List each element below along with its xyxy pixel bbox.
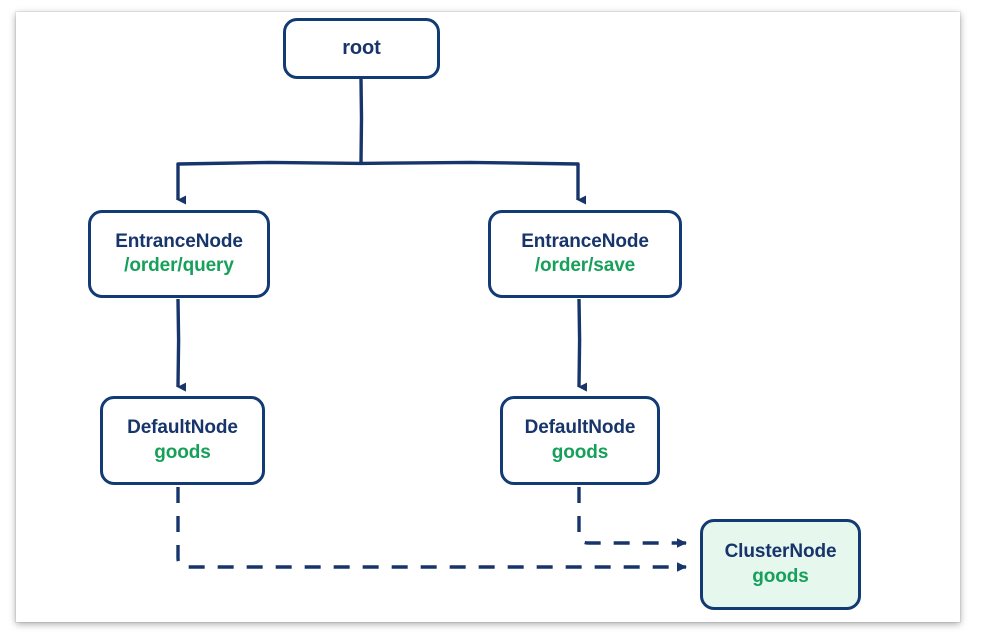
node-entrance-save-subtitle: /order/save [534, 255, 636, 276]
node-entrance-query-subtitle: /order/query [124, 255, 234, 276]
node-entrance-save-title: EntranceNode [521, 230, 649, 252]
node-default-right-title: DefaultNode [524, 417, 636, 439]
node-root-title: root [342, 36, 381, 59]
node-default-left-title: DefaultNode [127, 417, 238, 439]
node-default-left[interactable]: DefaultNode goods [100, 396, 265, 485]
node-root[interactable]: root [283, 18, 440, 79]
node-entrance-query[interactable]: EntranceNode /order/query [88, 210, 270, 298]
node-cluster-goods-subtitle: goods [752, 565, 809, 587]
node-entrance-save[interactable]: EntranceNode /order/save [488, 210, 682, 298]
node-default-left-subtitle: goods [154, 441, 211, 463]
node-default-right-subtitle: goods [551, 441, 609, 463]
node-entrance-query-title: EntranceNode [115, 230, 243, 252]
node-default-right[interactable]: DefaultNode goods [500, 396, 660, 485]
node-cluster-goods[interactable]: ClusterNode goods [700, 519, 861, 610]
node-cluster-goods-title: ClusterNode [724, 541, 837, 563]
